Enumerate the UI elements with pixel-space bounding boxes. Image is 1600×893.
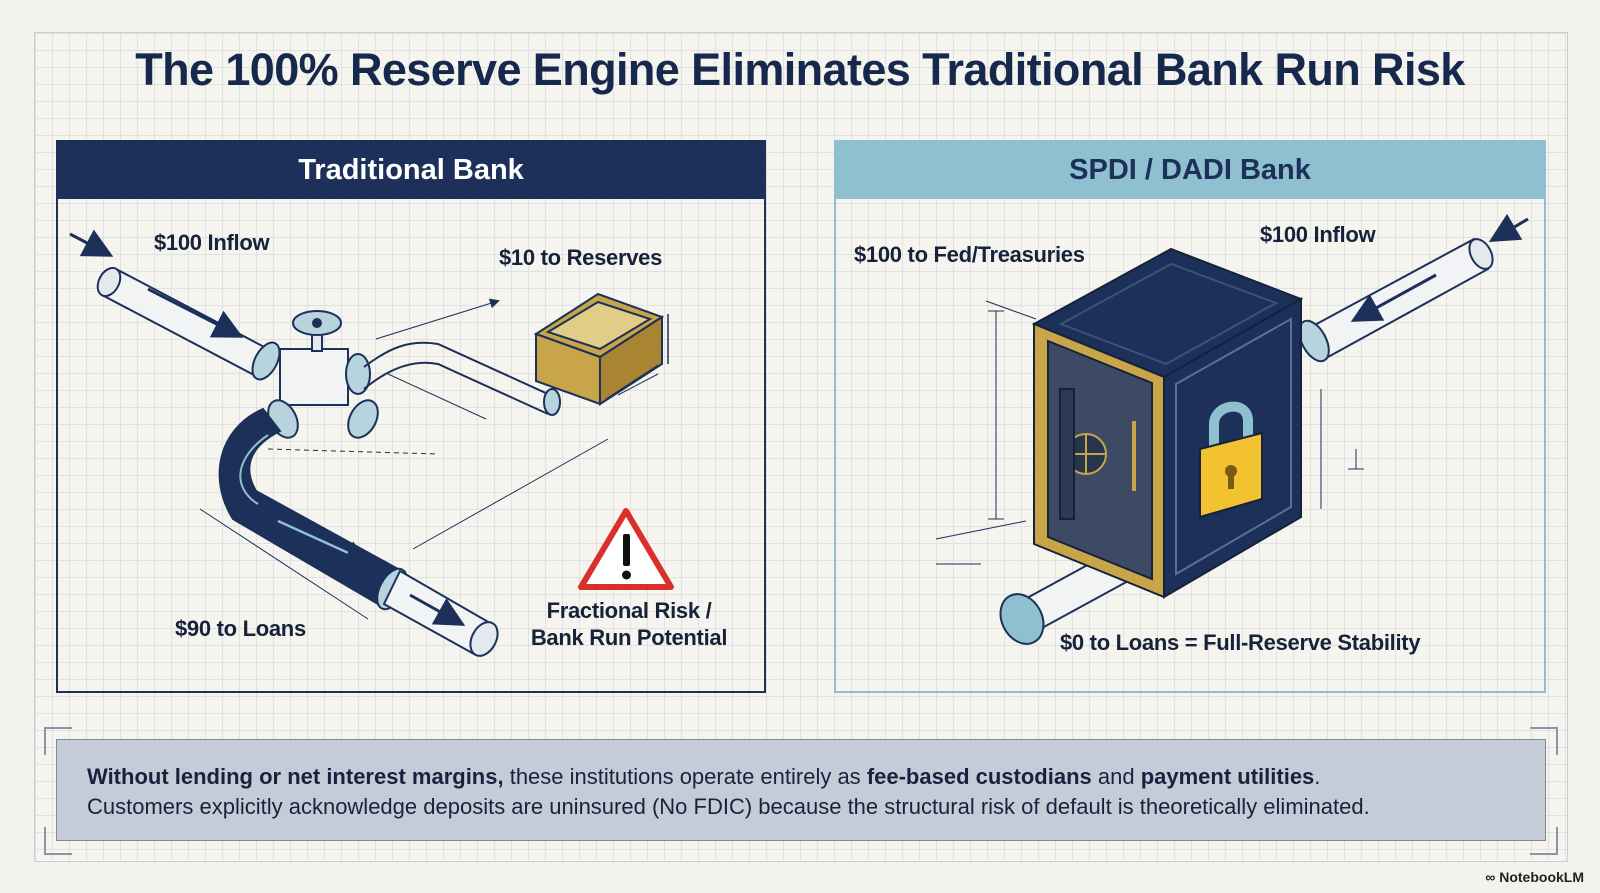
spdi-bank-panel: SPDI / DADI Bank: [834, 140, 1546, 693]
spdi-inflow-arrow-icon: [1488, 213, 1529, 243]
traditional-bank-header: Traditional Bank: [58, 142, 764, 199]
spdi-bank-header: SPDI / DADI Bank: [836, 142, 1544, 199]
traditional-loans-label: $90 to Loans: [175, 616, 306, 641]
treasuries-label: $100 to Fed/Treasuries: [854, 242, 1085, 267]
reserve-box-icon: [533, 292, 669, 406]
summary-note: Without lending or net interest margins,…: [56, 739, 1546, 841]
note-corner-br: [1530, 827, 1558, 855]
vault-icon: [1031, 247, 1304, 599]
traditional-pipe-diagram: [69, 229, 674, 657]
risk-label-line1: Fractional Risk /: [546, 598, 712, 623]
loans-pipe: [218, 407, 499, 657]
traditional-inflow-label: $100 Inflow: [154, 230, 270, 255]
summary-line-1: Without lending or net interest margins,…: [87, 764, 1321, 789]
risk-label-line2: Bank Run Potential: [530, 625, 728, 650]
reserves-label: $10 to Reserves: [499, 245, 663, 270]
spdi-inflow-label: $100 Inflow: [1260, 222, 1376, 247]
padlock-icon: [1199, 401, 1263, 519]
traditional-bank-panel: Traditional Bank: [56, 140, 766, 693]
inflow-pipe: [96, 266, 270, 377]
vault-diagram: [935, 213, 1529, 645]
reserve-pipe: [363, 341, 561, 416]
inflow-arrow-icon: [69, 229, 114, 257]
summary-line-2: Customers explicitly acknowledge deposit…: [87, 794, 1370, 819]
note-corner-tr: [1530, 727, 1558, 755]
warning-icon: [578, 508, 674, 590]
notebooklm-brand: ∞ NotebookLM: [1485, 869, 1584, 885]
spdi-inflow-pipe: [1298, 237, 1494, 363]
page-title: The 100% Reserve Engine Eliminates Tradi…: [135, 44, 1465, 95]
spdi-loans-label: $0 to Loans = Full-Reserve Stability: [1060, 630, 1421, 655]
note-corner-bl: [44, 827, 72, 855]
note-corner-tl: [44, 727, 72, 755]
